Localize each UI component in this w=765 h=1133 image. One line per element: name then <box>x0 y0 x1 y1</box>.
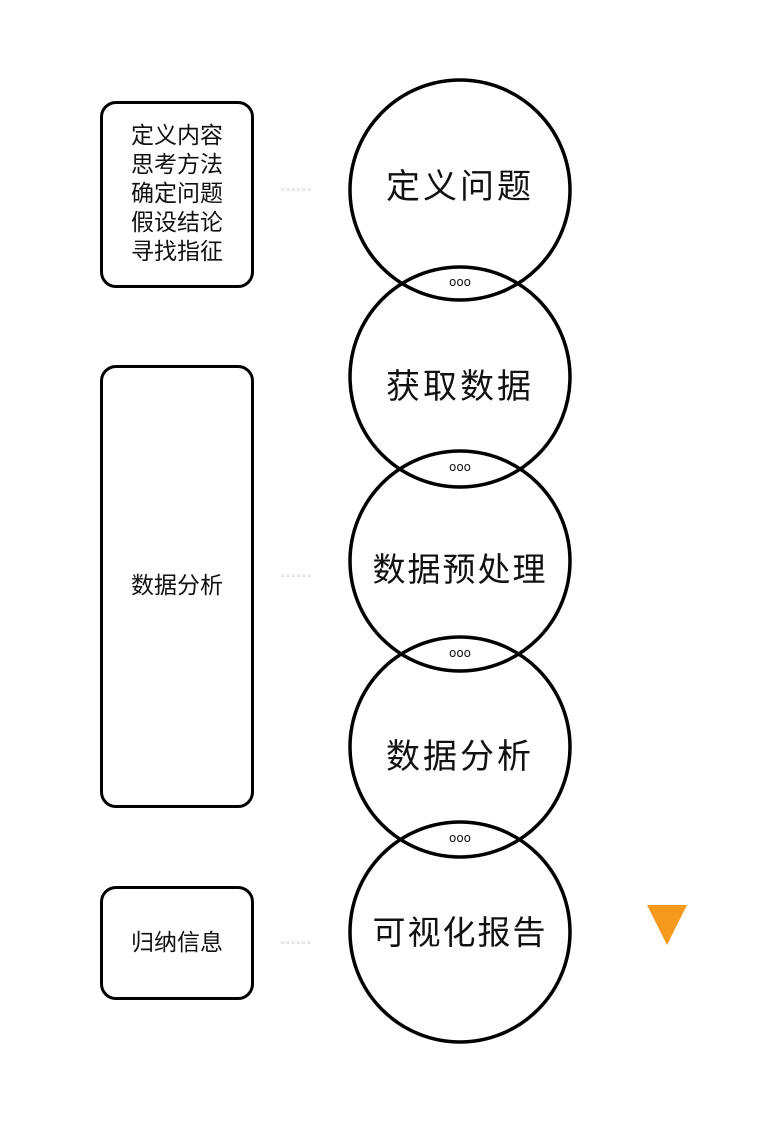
define-details-box: 定义内容 思考方法 确定问题 假设结论 寻找指征 <box>100 101 254 288</box>
overlap-marker: ooo <box>448 460 472 474</box>
step-label-report: 可视化报告 <box>372 913 548 952</box>
summary-details-text: 归纳信息 <box>131 929 223 956</box>
connector-dots: ◦◦◦◦◦◦ <box>280 186 312 196</box>
overlap-marker: ooo <box>448 275 472 289</box>
step-label-define: 定义问题 <box>386 167 534 207</box>
define-details-text: 定义内容 思考方法 确定问题 假设结论 寻找指征 <box>131 123 223 265</box>
overlap-marker: ooo <box>448 646 472 660</box>
analysis-details-box: 数据分析 <box>100 365 254 808</box>
overlap-marker: ooo <box>448 831 472 845</box>
summary-details-box: 归纳信息 <box>100 886 254 1000</box>
analysis-details-text: 数据分析 <box>131 573 223 599</box>
connector-dots: ◦◦◦◦◦◦ <box>280 939 312 949</box>
step-label-analyze: 数据分析 <box>386 737 534 777</box>
step-label-preprocess: 数据预处理 <box>372 550 548 589</box>
down-arrow-icon <box>647 179 687 945</box>
step-label-acquire: 获取数据 <box>386 367 534 407</box>
connector-dots: ◦◦◦◦◦◦ <box>280 572 312 582</box>
